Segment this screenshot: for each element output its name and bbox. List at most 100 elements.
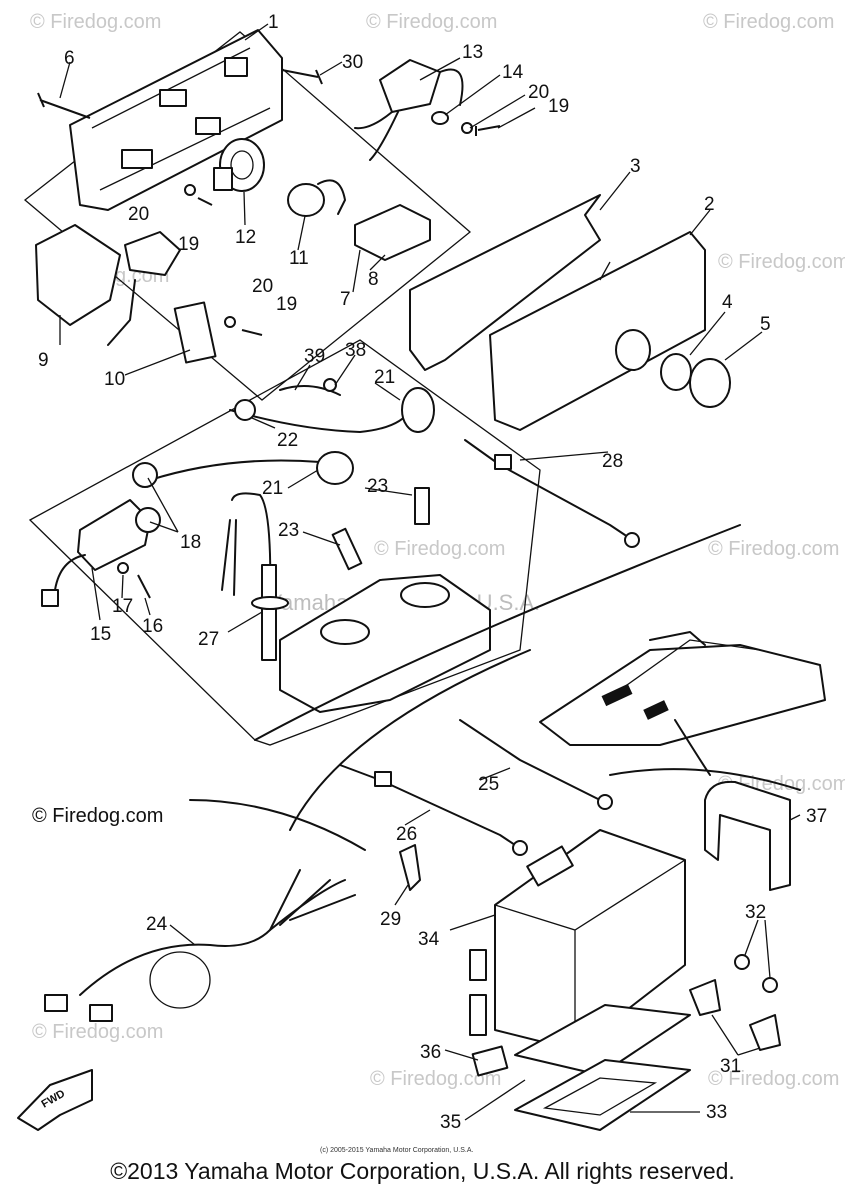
battery-part-34 — [494, 829, 686, 1051]
harness-connector — [89, 1004, 113, 1022]
leader — [497, 107, 536, 129]
callout-18: 18 — [180, 532, 201, 553]
washer-part-20 — [461, 122, 473, 134]
electrical-box-assembly — [23, 29, 501, 401]
washer-part-20 — [224, 316, 236, 328]
coil-connector — [41, 589, 59, 607]
ignition-coil-part-15 — [77, 499, 151, 571]
relay-bracket — [317, 179, 346, 215]
strap-part-29 — [399, 844, 421, 891]
battery-pad — [469, 949, 487, 981]
screw-part-32 — [762, 977, 778, 993]
watermark-firedog: © Firedog.com — [718, 251, 845, 273]
battery-pad — [469, 994, 487, 1036]
callout-20: 20 — [252, 276, 273, 297]
callout-33: 33 — [706, 1102, 727, 1123]
coil-grommet-part-18 — [132, 462, 158, 488]
leader — [59, 61, 71, 99]
callout-28: 28 — [602, 451, 623, 472]
watermark-firedog: © Firedog.com — [32, 1021, 163, 1043]
callout-21: 21 — [374, 367, 395, 388]
callout-31: 31 — [720, 1056, 741, 1077]
box-base-ribs — [91, 47, 271, 191]
watercraft-hull — [539, 644, 826, 746]
wire-loop — [149, 951, 211, 1009]
leader — [169, 924, 196, 946]
cover-part-9 — [35, 224, 121, 326]
callout-8: 8 — [368, 269, 379, 290]
callout-27: 27 — [198, 629, 219, 650]
leader — [404, 809, 431, 826]
callout-leaders — [59, 23, 801, 1121]
leader — [689, 311, 726, 356]
washer-part-17 — [117, 562, 129, 574]
head-chamber — [400, 582, 450, 608]
leader — [599, 171, 631, 211]
callout-21: 21 — [262, 478, 283, 499]
harness-connector — [44, 994, 68, 1012]
lead-connector — [494, 454, 512, 470]
battery-cap — [526, 845, 574, 887]
lead-terminal — [624, 532, 640, 548]
band-part-37 — [704, 780, 791, 891]
starter-relay-part-11 — [287, 183, 325, 217]
watercraft-illustration — [254, 524, 826, 831]
box-component — [195, 117, 221, 135]
battery-lead-part-28 — [464, 439, 626, 536]
callout-19: 19 — [178, 234, 199, 255]
battery-location-marker — [601, 683, 633, 707]
group-bracket — [189, 799, 366, 851]
coupler-body — [213, 167, 233, 191]
cdi-unit-part-10 — [173, 301, 217, 364]
handlebar — [649, 631, 706, 646]
callout-37: 37 — [806, 806, 827, 827]
leader — [469, 94, 526, 129]
leader — [519, 451, 609, 461]
screw-part-19 — [475, 125, 501, 136]
callout-25: 25 — [478, 774, 499, 795]
leader — [124, 349, 191, 376]
callout-35: 35 — [440, 1112, 461, 1133]
leader — [724, 331, 763, 361]
site-label: © Firedog.com — [32, 805, 163, 827]
regulator-lead — [439, 68, 464, 106]
lead-terminal — [512, 840, 528, 856]
leader — [711, 1014, 761, 1056]
ignition-section — [28, 339, 640, 746]
gasket-part-3 — [409, 194, 601, 371]
watermark-firedog: © Firedog.com — [703, 11, 834, 33]
divider-curve — [254, 524, 741, 741]
spark-plug-part-23 — [331, 527, 363, 571]
callout-12: 12 — [235, 227, 256, 248]
pad-part-36 — [471, 1045, 509, 1077]
callout-2: 2 — [704, 194, 715, 215]
callout-11: 11 — [289, 248, 309, 269]
fuse-holder-part-8 — [354, 204, 431, 261]
clamp-part-22 — [234, 399, 256, 421]
leader — [334, 354, 356, 386]
box-component — [121, 149, 153, 169]
divider-curve — [289, 649, 531, 831]
fwd-arrow — [17, 1069, 93, 1131]
callout-1: 1 — [268, 12, 279, 33]
callout-23: 23 — [278, 520, 299, 541]
sensor-wire-part-27 — [231, 492, 272, 601]
leader — [294, 364, 311, 391]
callout-22: 22 — [277, 430, 298, 451]
leader — [227, 611, 263, 633]
watercraft-deck — [619, 639, 761, 691]
watermark-firedog: © Firedog.com — [30, 11, 161, 33]
callout-30: 30 — [342, 52, 363, 73]
callout-6: 6 — [64, 48, 75, 69]
grommet-part-4 — [660, 353, 692, 391]
rectifier-wire — [107, 279, 136, 346]
leader-line — [674, 719, 711, 776]
pad-part-35 — [514, 1004, 691, 1076]
callout-23: 23 — [367, 476, 388, 497]
watermark-firedog: © Firedog.com — [708, 538, 839, 560]
rectifier — [124, 231, 181, 276]
leader — [444, 1049, 479, 1061]
screw-part-19 — [241, 329, 263, 336]
regulator-wires — [354, 111, 399, 161]
